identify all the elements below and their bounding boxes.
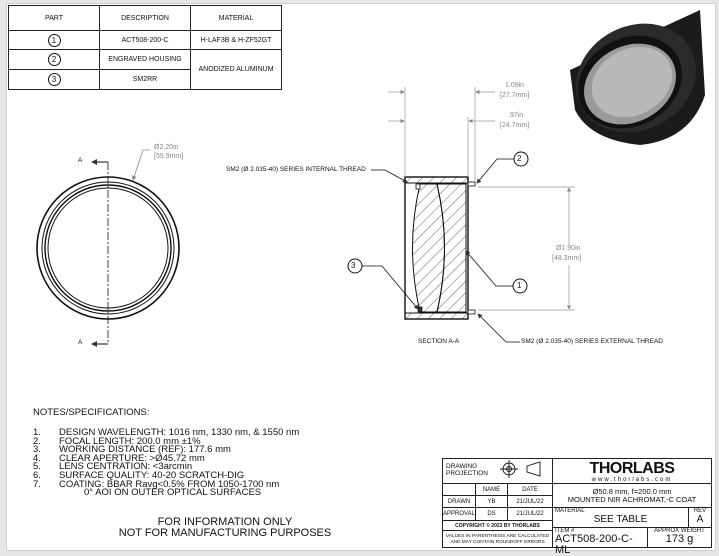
section-view [361,87,575,343]
projection-symbol-icon [500,460,541,478]
section-title: SECTION A-A [418,338,460,345]
weight-value: 173 g [665,533,694,545]
values-note: AND MAY CONTAIN ROUNDOFF ERRORS [450,540,545,545]
body-length-mm: [24.7mm] [500,122,530,129]
front-view [36,149,180,347]
note-item: 6.SURFACE QUALITY: 40-20 SCRATCH-DIG [33,469,245,481]
table-row: 3 SM2RR [8,69,282,90]
section-marker-bottom: A [78,339,83,346]
length-in: 1.09in [505,82,525,89]
balloon-2: 2 [517,154,522,163]
header-material: MATERIAL [190,5,282,31]
approval-date: 21/JUL/22 [507,507,553,521]
section-marker-top: A [78,157,83,164]
part-description: SM2RR [99,69,191,90]
balloon-3: 3 [351,261,356,270]
item-number: ACT508-200-C-ML [555,533,633,556]
note-item: 2.FOCAL LENGTH: 200.0 mm ±1% [33,435,201,447]
website: www.thorlabs.com [591,477,673,483]
notes-specifications: NOTES/SPECIFICATIONS: 1.DESIGN WAVELENGT… [33,407,299,498]
material-label: MATERIAL [555,508,585,514]
approval-label: APPROVAL [442,507,476,521]
outer-diameter-in: Ø2.20in [154,144,179,151]
body-length-in: .97in [508,112,524,119]
balloons [347,151,529,294]
clear-diameter-mm: [48.3mm] [552,255,582,262]
thorlabs-logo: THORLABS [589,460,675,477]
item-label: ITEM # [555,528,575,534]
parts-table: PART DESCRIPTION MATERIAL 1 ACT508-200-C… [8,5,282,90]
part-balloon: 1 [47,33,61,47]
note-continuation: 0° AOI ON OUTER OPTICAL SURFACES [84,487,262,499]
values-note: VALUES IN PARENTHESIS ARE CALCULATED [445,534,550,539]
part-balloon: 2 [47,53,61,66]
disclaimer-line-1: FOR INFORMATION ONLY [157,516,293,528]
note-item: 7.COATING: BBAR Ravg<0.5% FROM 1050-1700… [33,478,280,490]
table-row: 1 ACT508-200-C H-LAF3B & H-ZF52GT [8,30,282,50]
product-render [570,10,705,145]
length-mm: [27.7mm] [500,92,530,99]
material-value: SEE TABLE [593,514,648,525]
outer-diameter-mm: [55.9mm] [154,153,184,160]
note-item: 5.LENS CENTRATION: <3arcmin [33,461,193,473]
disclaimer-line-2: NOT FOR MANUFACTURING PURPOSES [118,527,332,539]
description-line-1: Ø50.8 mm, f=200.0 mm [592,487,672,496]
disclaimer: FOR INFORMATION ONLY NOT FOR MANUFACTURI… [100,517,350,539]
note-item: 1.DESIGN WAVELENGTH: 1016 nm, 1330 nm, &… [33,427,300,438]
note-item: 3.WORKING DISTANCE (REF): 177.6 mm [33,444,231,456]
rev-value: A [696,514,704,525]
description-line-2: MOUNTED NIR ACHROMAT,-C COAT [567,495,697,504]
projection-label: DRAWING PROJECTION [446,463,488,477]
rev-label: REV [693,508,707,514]
part-material: ANODIZED ALUMINUM [190,49,282,90]
approval-name: DS [475,507,508,521]
weight-label: APPROX WEIGHT [654,528,705,534]
notes-heading: NOTES/SPECIFICATIONS: [33,407,150,418]
part-balloon: 3 [47,73,61,86]
note-item: 4.CLEAR APERTURE: >Ø45.72 mm [33,452,205,464]
internal-thread-label: SM2 (Ø 2.035-40) SERIES INTERNAL THREAD [226,166,366,173]
external-thread-label: SM2 (Ø 2.035-40) SERIES EXTERNAL THREAD [521,338,663,345]
clear-diameter-in: Ø1.90in [556,245,581,252]
balloon-1: 1 [517,281,522,290]
